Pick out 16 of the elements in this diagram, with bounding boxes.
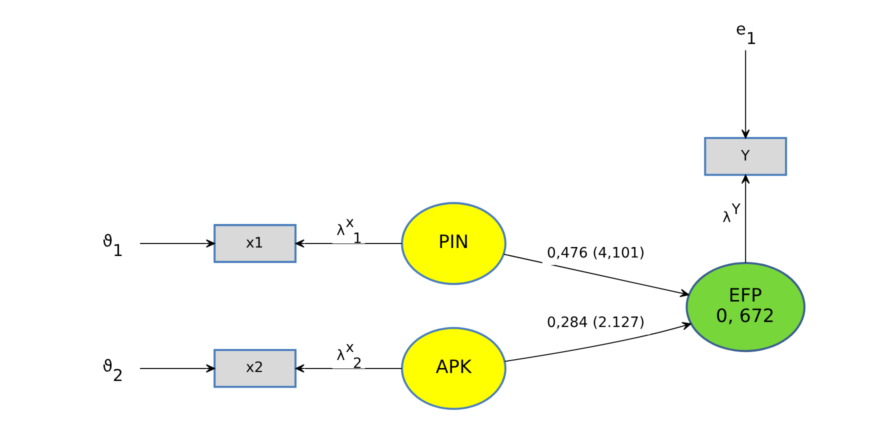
edge-label: 0,476 (4,101): [546, 245, 644, 262]
node-box: x2: [213, 348, 296, 388]
node-box: Y: [704, 136, 787, 176]
arrow: [504, 322, 691, 362]
arrow: [140, 364, 215, 372]
node-ellipse: APK: [400, 326, 506, 410]
node-ellipse: EFP 0, 672: [685, 261, 805, 352]
arrow: [294, 238, 402, 248]
node-box: x1: [213, 224, 296, 262]
arrow: [740, 50, 750, 138]
node-ellipse: PIN: [400, 202, 506, 284]
arrow: [503, 253, 689, 297]
arrow: [740, 174, 750, 262]
edge-label: 0,284 (2.127): [546, 314, 644, 331]
arrow: [140, 238, 215, 248]
arrow: [294, 364, 402, 372]
